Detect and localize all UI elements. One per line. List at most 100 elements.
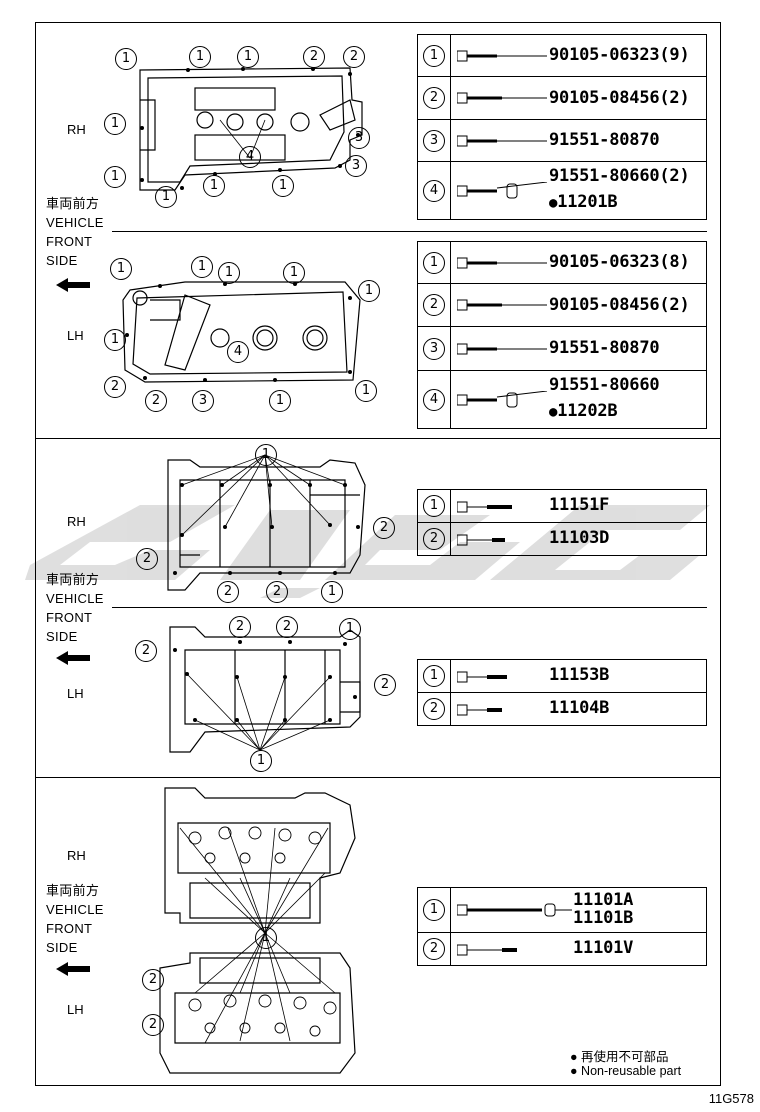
- cylinder-block-drawing: [159, 787, 356, 1074]
- part-number: 11151F: [549, 495, 610, 515]
- row-index: 3: [423, 129, 445, 152]
- front-arrow-icon: [56, 651, 90, 665]
- lh-cylinder-head-drawing: [169, 626, 361, 753]
- vehicle-front-side-label: 車両前方 VEHICLE FRONT SIDE: [46, 572, 104, 644]
- row-index: 4: [423, 388, 445, 411]
- rh-cylinder-head-drawing: [167, 454, 366, 591]
- bolt-icon: [457, 92, 547, 104]
- callout-2: 2: [136, 548, 158, 570]
- non-reusable-dot-icon: ●: [549, 195, 558, 211]
- section-divider: [35, 438, 721, 439]
- part-number: 90105-08456(2): [549, 88, 690, 108]
- callout-1: 1: [269, 390, 291, 412]
- callout-2: 2: [276, 616, 298, 638]
- lh-label: LH: [67, 686, 84, 701]
- callout-1: 1: [358, 280, 380, 302]
- callout-1: 1: [110, 258, 132, 280]
- bolt-washer-icon: [457, 903, 572, 917]
- callout-2: 2: [104, 376, 126, 398]
- callout-1: 1: [189, 46, 211, 68]
- non-reusable-part-number: ●11202B: [549, 401, 618, 421]
- non-reusable-dot-icon: ●: [570, 1064, 578, 1078]
- callout-1: 1: [283, 262, 305, 284]
- row-index: 1: [423, 495, 445, 517]
- callout-1: 1: [255, 927, 277, 949]
- bolt-icon: [457, 135, 547, 147]
- bolt-icon: [457, 257, 547, 269]
- row-index: 1: [423, 44, 445, 67]
- row-index: 1: [423, 665, 445, 687]
- non-reusable-dot-icon: ●: [570, 1050, 578, 1064]
- bolt-icon: [457, 343, 547, 355]
- callout-1: 1: [104, 166, 126, 188]
- bolt-washer-icon: [457, 391, 548, 408]
- part-number: 91551-80870: [549, 130, 660, 150]
- callout-1: 1: [155, 186, 177, 208]
- callout-2: 2: [374, 674, 396, 696]
- part-number: 90105-06323(8): [549, 252, 690, 272]
- part-number: 91551-80660(2): [549, 166, 690, 186]
- callout-2: 2: [142, 969, 164, 991]
- callout-2: 2: [142, 1014, 164, 1036]
- row-index: 2: [423, 294, 445, 316]
- bolt-icon: [457, 501, 512, 513]
- bolt-icon: [457, 50, 547, 62]
- callout-1: 1: [104, 113, 126, 135]
- part-number: 91551-80870: [549, 338, 660, 358]
- callout-1: 1: [104, 329, 126, 351]
- part-number: 11153B: [549, 665, 610, 685]
- callout-1: 1: [218, 262, 240, 284]
- lh-cylinder-head-parts-table: 1 11153B 2 11104B: [417, 659, 707, 726]
- part-number: 90105-08456(2): [549, 295, 690, 315]
- callout-1: 1: [355, 380, 377, 402]
- callout-4: 4: [227, 341, 249, 363]
- callout-2: 2: [266, 581, 288, 603]
- lh-cam-cover-drawing: [122, 281, 361, 383]
- part-number-2: 11101B: [573, 908, 634, 928]
- callout-1: 1: [255, 444, 277, 466]
- front-arrow-icon: [56, 278, 90, 292]
- rh-cylinder-head-parts-table: 1 11151F 2 11103D: [417, 489, 707, 556]
- lh-cam-cover-parts-table: 1 90105-06323(8) 2 90105-08456(2) 3 9155…: [417, 241, 707, 429]
- callout-1: 1: [115, 48, 137, 70]
- bolt-icon: [457, 299, 547, 311]
- front-arrow-icon: [56, 962, 90, 976]
- section-divider: [112, 231, 707, 232]
- part-number: 11101V: [573, 938, 634, 958]
- section-divider: [112, 607, 707, 608]
- diagram-frame: [35, 22, 721, 1086]
- callout-2: 2: [135, 640, 157, 662]
- vehicle-front-side-label: 車両前方 VEHICLE FRONT SIDE: [46, 196, 104, 268]
- callout-1: 1: [203, 175, 225, 197]
- callout-4: 4: [239, 146, 261, 168]
- row-index: 1: [423, 251, 445, 274]
- block-parts-table: 1 11101A 11101B 2 11101V: [417, 887, 707, 966]
- bolt-icon: [457, 704, 502, 716]
- row-index: 2: [423, 87, 445, 109]
- callout-1: 1: [250, 750, 272, 772]
- callout-1: 1: [237, 46, 259, 68]
- row-index: 3: [423, 337, 445, 360]
- callout-2: 2: [303, 46, 325, 68]
- callout-3: 3: [348, 127, 370, 149]
- row-index: 2: [423, 698, 445, 720]
- legend-en: ● Non-reusable part: [570, 1064, 682, 1078]
- lh-label: LH: [67, 1002, 84, 1017]
- row-index: 2: [423, 938, 445, 960]
- non-reusable-part-number: ●11201B: [549, 192, 618, 212]
- rh-label: RH: [67, 514, 86, 529]
- callout-2: 2: [217, 581, 239, 603]
- callout-2: 2: [145, 390, 167, 412]
- non-reusable-dot-icon: ●: [549, 404, 558, 420]
- legend-jp: ● 再使用不可部品: [570, 1050, 669, 1064]
- callout-1: 1: [321, 581, 343, 603]
- part-number: 90105-06323(9): [549, 45, 690, 65]
- callout-3: 3: [192, 390, 214, 412]
- callout-1: 1: [191, 256, 213, 278]
- rh-label: RH: [67, 848, 86, 863]
- bolt-icon: [457, 944, 517, 956]
- callout-1: 1: [272, 175, 294, 197]
- row-index: 4: [423, 179, 445, 202]
- rh-cam-cover-drawing: [139, 67, 363, 191]
- callout-2: 2: [343, 46, 365, 68]
